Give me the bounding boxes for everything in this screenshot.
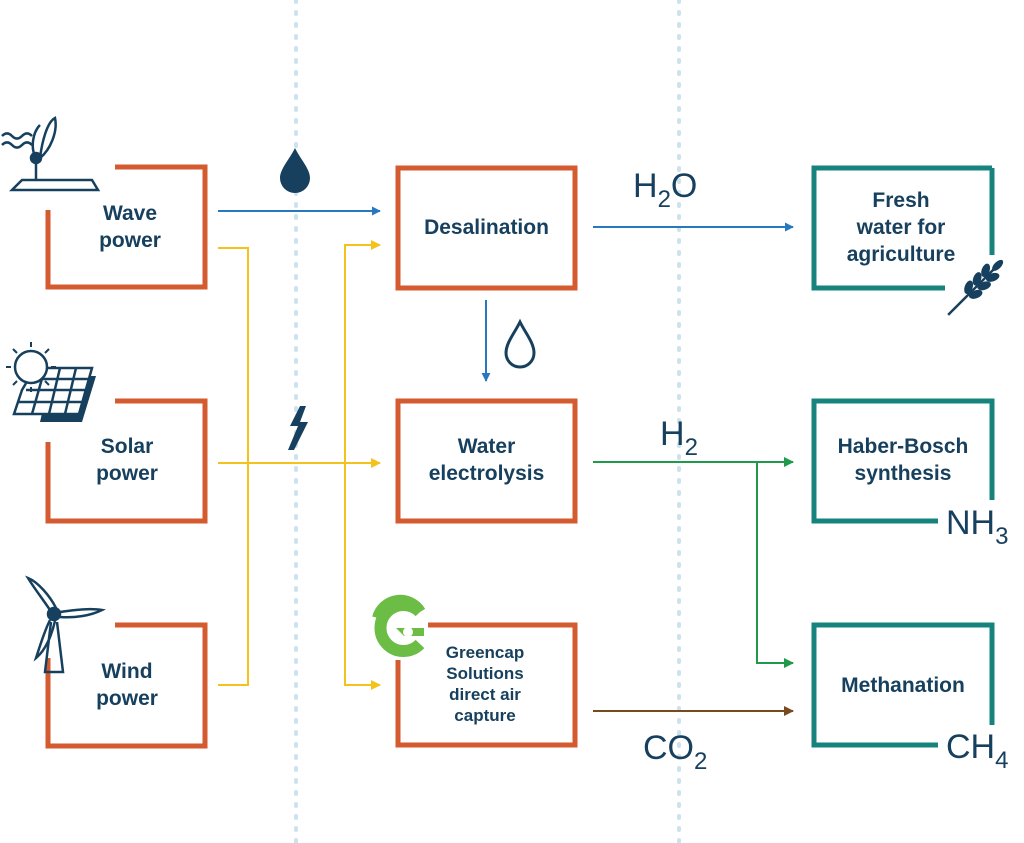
power-to-dac-arrow [344,463,381,690]
solar-panel-icon [6,342,96,422]
electrolysis-box [395,398,578,524]
h2-formula: H2 [660,415,698,461]
water-drop-outline-icon [504,318,536,369]
power-to-desalination-arrow [344,240,381,463]
lightning-bolt-icon [288,406,308,450]
power-bus-line [218,247,249,686]
methanation-box [811,622,995,748]
greencap-logo-icon [372,594,426,657]
haber-bosch-box [811,398,995,524]
wheat-icon [947,259,1004,316]
dac-box [395,622,578,748]
solar-power-box [45,398,208,524]
desalination-label: Desalination [424,216,549,239]
desalination-box [395,165,578,291]
co2-formula: CO2 [643,729,708,775]
wave-energy-icon [1,116,101,192]
water-drop-filled-icon [280,148,310,193]
nh3-formula: NH3 [946,504,1009,550]
wave-power-box [45,164,208,290]
hydrogen-to-methanation-arrow [756,462,794,668]
ch4-formula: CH4 [946,728,1009,774]
methanation-label: Methanation [841,674,965,697]
fresh-water-box [811,165,995,291]
wind-power-box [45,622,208,749]
h2o-formula: H2O [633,167,698,213]
wind-turbine-icon [25,575,107,674]
